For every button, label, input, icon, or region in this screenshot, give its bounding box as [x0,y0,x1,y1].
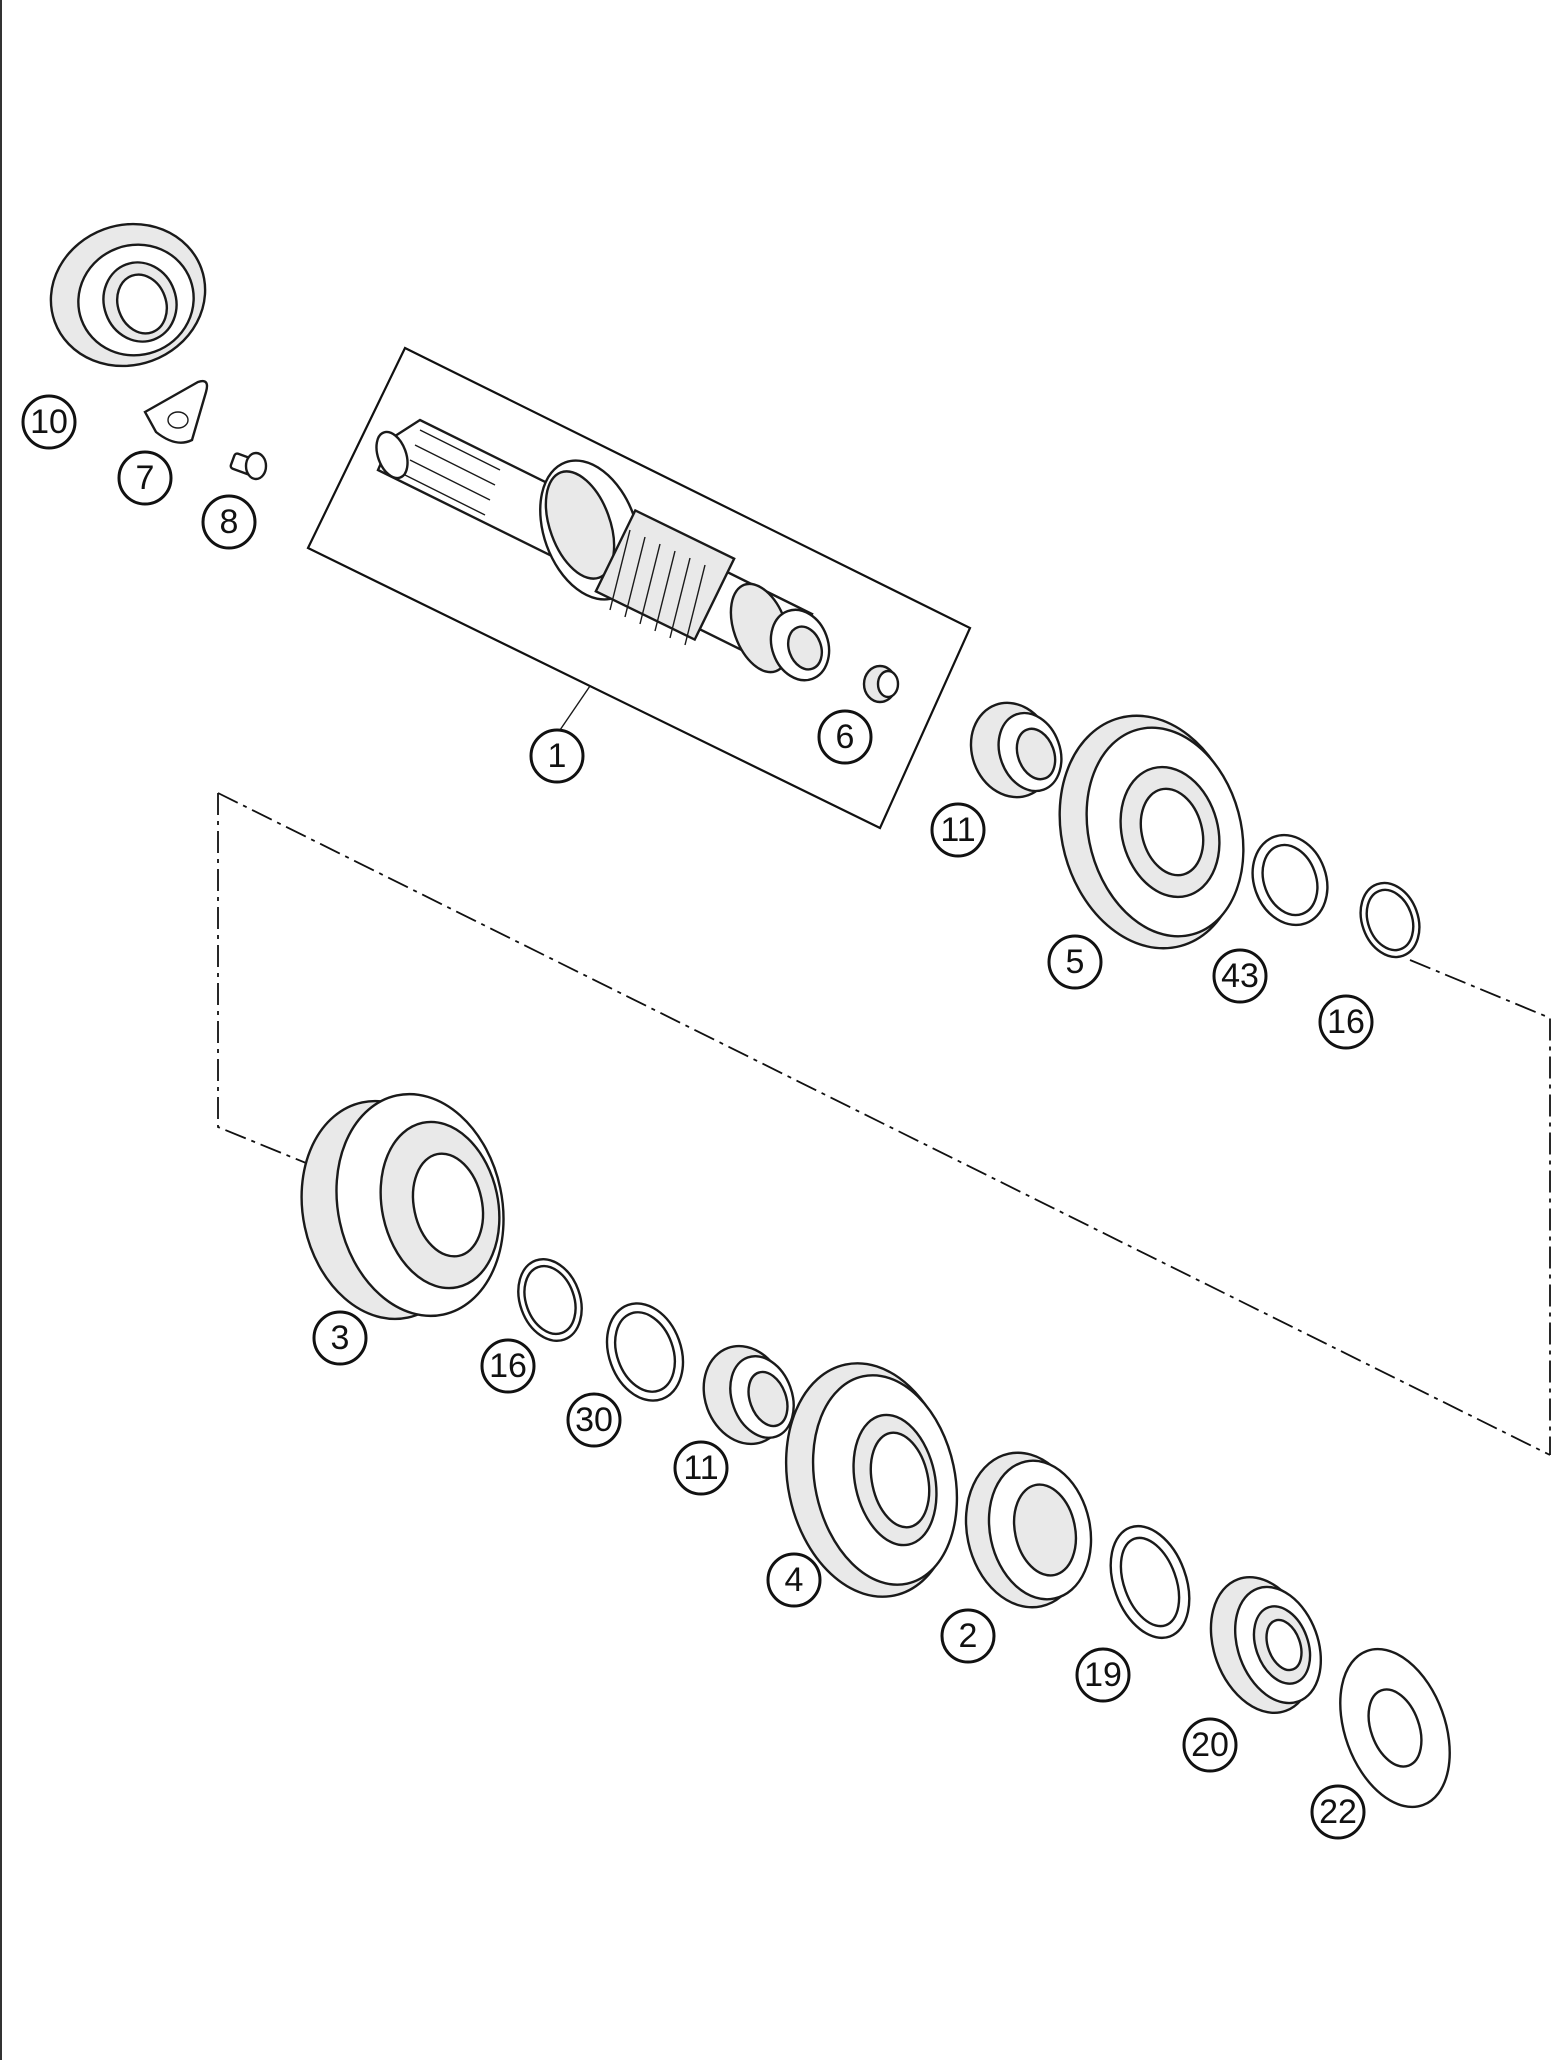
gear-part-4[interactable] [765,1348,975,1613]
callout-label: 11 [940,811,975,849]
callout-7[interactable]: 7 [117,450,173,506]
callout-label: 16 [489,1347,527,1385]
shim-part-19[interactable] [1096,1515,1203,1649]
callout-43[interactable]: 43 [1212,948,1268,1004]
callout-1[interactable]: 1 [529,728,585,784]
callout-label: 30 [575,1401,613,1439]
bearing-part-10[interactable] [31,203,225,388]
circlip-part-16-lower[interactable] [507,1250,592,1349]
double-gear-part-3[interactable] [282,1078,524,1334]
callout-19[interactable]: 19 [1075,1647,1131,1703]
callout-20[interactable]: 20 [1182,1717,1238,1773]
circlip-part-16-upper[interactable] [1351,875,1430,966]
callout-label: 20 [1191,1726,1229,1764]
callout-10[interactable]: 10 [21,394,77,450]
splined-washer-part-30[interactable] [594,1293,696,1412]
callout-label: 11 [683,1449,718,1487]
screw-part-8[interactable] [229,451,268,481]
left-border [0,0,2,2060]
callout-5[interactable]: 5 [1047,934,1103,990]
lock-plate-part-7[interactable] [143,379,209,444]
leader-line-1 [559,685,591,731]
gear-part-2[interactable] [952,1442,1103,1619]
alignment-line-left [217,793,329,1173]
callout-4[interactable]: 4 [766,1552,822,1608]
callout-6[interactable]: 6 [817,709,873,765]
callout-11-lower[interactable]: 11 [673,1440,729,1496]
washer-part-43[interactable] [1240,824,1339,935]
callout-16-lower[interactable]: 16 [480,1338,536,1394]
alignment-line-diagonal [217,792,1551,1456]
needle-bearing-part-11-lower[interactable] [690,1334,804,1455]
callout-30[interactable]: 30 [566,1392,622,1448]
callout-16-upper[interactable]: 16 [1318,994,1374,1050]
callout-label: 5 [1066,943,1085,981]
callout-3[interactable]: 3 [312,1310,368,1366]
washer-part-22[interactable] [1320,1634,1470,1822]
callout-label: 6 [836,718,855,756]
gear-part-5[interactable] [1034,695,1265,969]
callout-label: 22 [1319,1793,1357,1831]
main-shaft-part-1[interactable] [371,418,839,688]
callout-label: 43 [1221,957,1259,995]
nut-part-6[interactable] [862,664,900,704]
callout-label: 3 [331,1319,350,1357]
needle-bearing-part-11-upper[interactable] [958,691,1072,809]
callout-2[interactable]: 2 [940,1608,996,1664]
alignment-line-right [1409,959,1551,1455]
callout-label: 16 [1327,1003,1365,1041]
shaft-assembly-frame [306,346,972,830]
callout-11-upper[interactable]: 11 [930,802,986,858]
callout-label: 10 [30,403,68,441]
callout-label: 2 [959,1617,978,1655]
callout-8[interactable]: 8 [201,494,257,550]
callout-label: 8 [220,503,239,541]
bearing-part-20[interactable] [1193,1563,1336,1727]
callout-label: 4 [785,1561,804,1599]
callout-label: 1 [548,737,567,775]
callout-label: 7 [136,459,155,497]
callout-22[interactable]: 22 [1310,1784,1366,1840]
callout-label: 19 [1084,1656,1122,1694]
